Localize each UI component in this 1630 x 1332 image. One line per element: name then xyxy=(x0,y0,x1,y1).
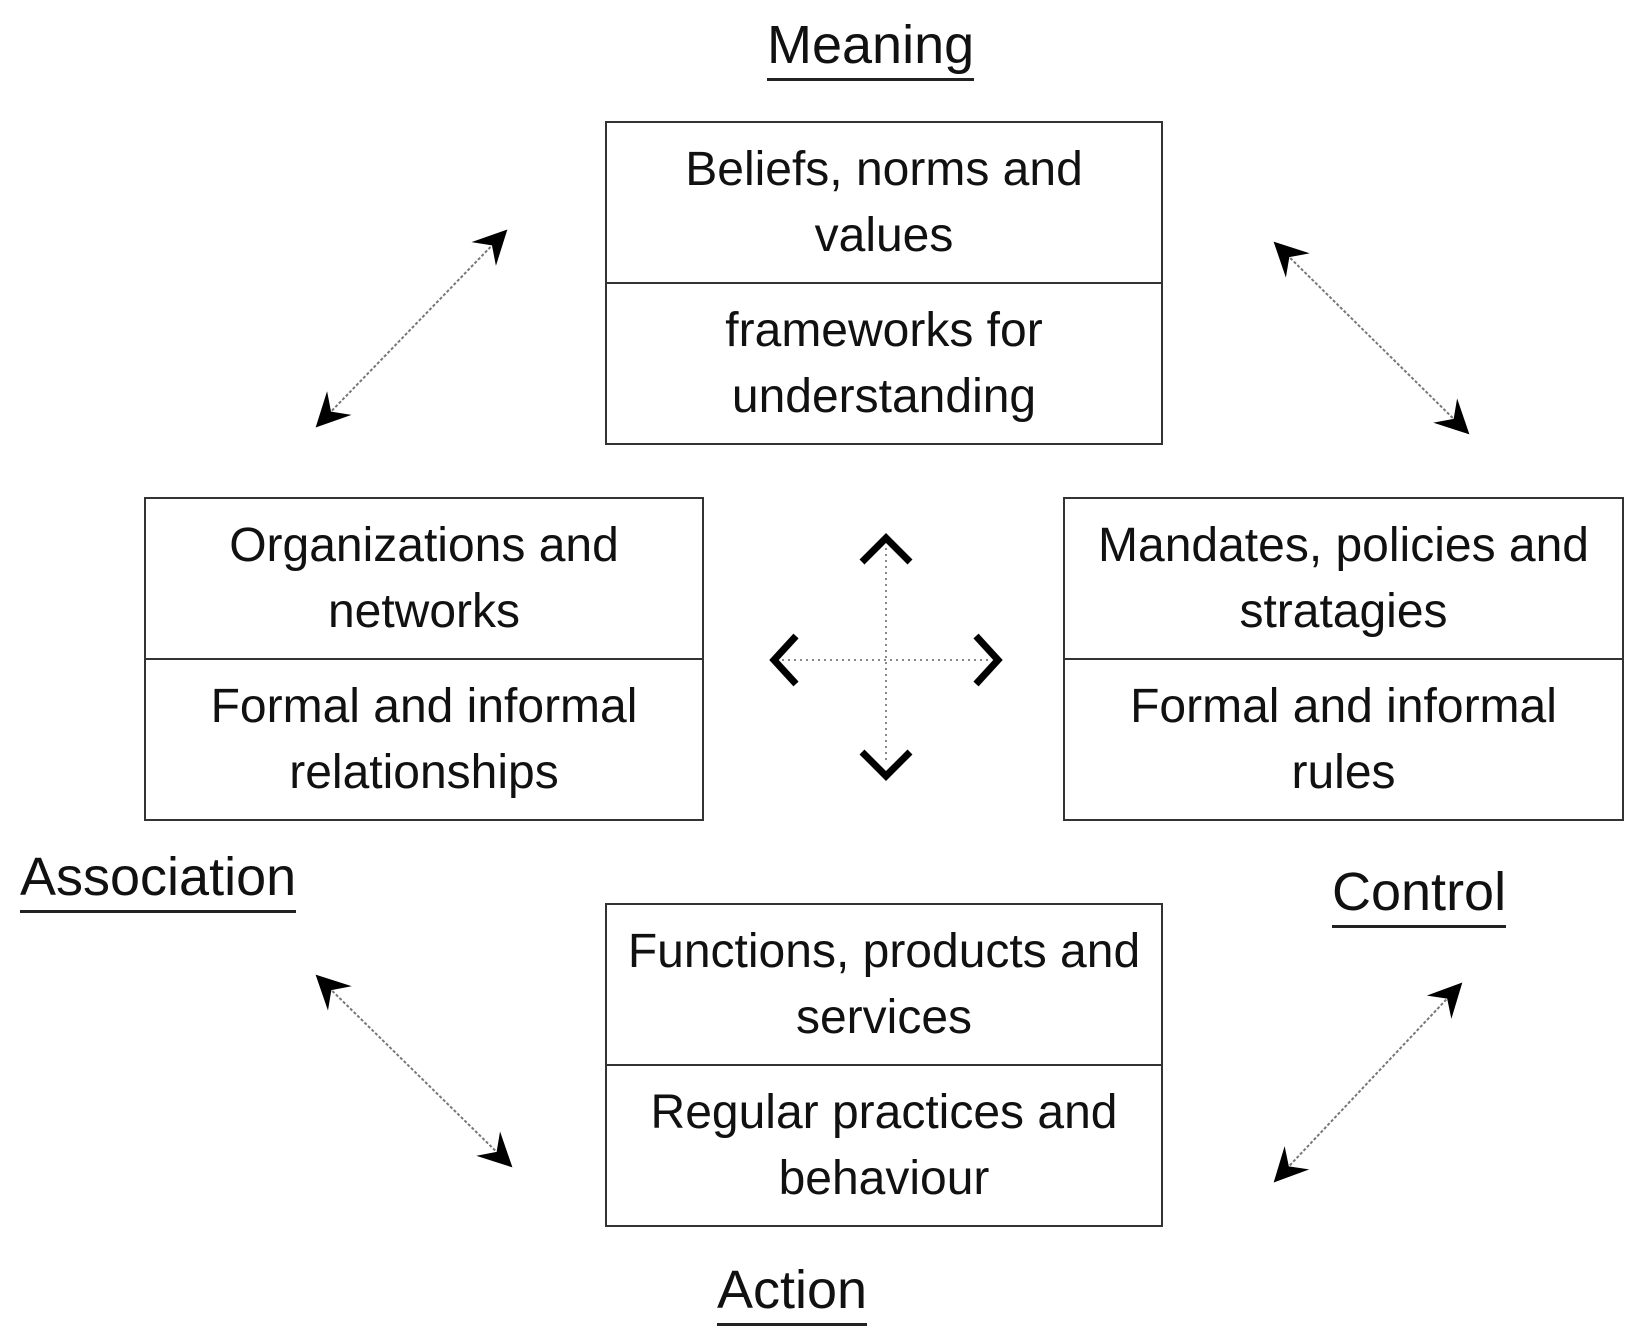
arrow-association-meaning xyxy=(315,229,508,428)
center-arrowhead-up xyxy=(859,533,913,565)
label-control: Control xyxy=(1332,865,1507,928)
action-box-upper: Functions, products and services xyxy=(627,925,1141,1044)
association-box-upper: Organizations and networks xyxy=(229,519,619,638)
meaning-box: Beliefs, norms and values frameworks for… xyxy=(605,121,1163,445)
control-box-upper: Mandates, policies and stratagies xyxy=(1098,519,1589,638)
control-box-lower: Formal and informal rules xyxy=(1065,658,1622,819)
label-meaning: Meaning xyxy=(767,18,975,81)
label-action: Action xyxy=(717,1263,868,1326)
center-arrowhead-down xyxy=(859,749,913,781)
center-arrowhead-left xyxy=(769,633,799,687)
center-arrowhead-right xyxy=(973,633,1003,687)
meaning-box-lower: frameworks for understanding xyxy=(607,282,1161,443)
association-box: Organizations and networks Formal and in… xyxy=(144,497,704,821)
control-box: Mandates, policies and stratagies Formal… xyxy=(1063,497,1624,821)
meaning-box-upper: Beliefs, norms and values xyxy=(685,143,1083,262)
arrow-association-action xyxy=(315,974,513,1168)
association-box-lower: Formal and informal relationships xyxy=(146,658,702,819)
action-box-lower: Regular practices and behaviour xyxy=(607,1064,1161,1225)
action-box: Functions, products and services Regular… xyxy=(605,903,1163,1227)
arrow-meaning-control xyxy=(1273,241,1470,435)
label-association: Association xyxy=(20,850,297,913)
arrow-control-action xyxy=(1273,982,1463,1183)
